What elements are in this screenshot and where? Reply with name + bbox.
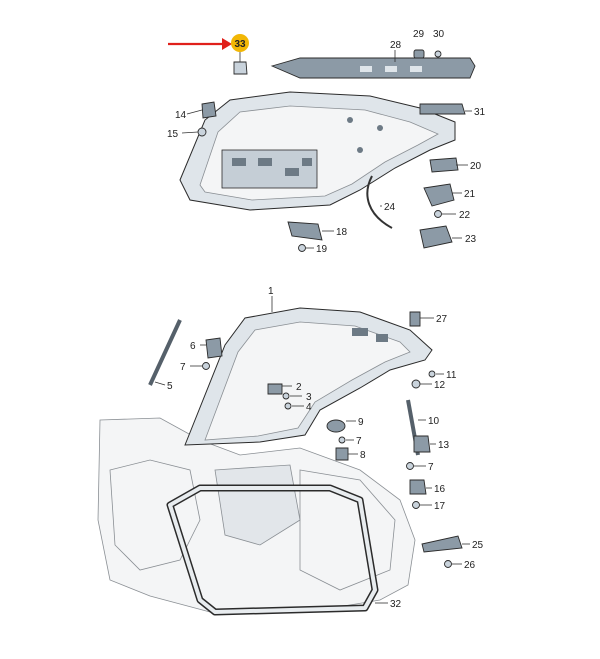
part-27-buffer xyxy=(409,311,421,327)
label-23[interactable]: 23 xyxy=(465,234,477,245)
label-26[interactable]: 26 xyxy=(464,560,476,571)
trim-strip-part xyxy=(270,57,476,79)
label-15[interactable]: 15 xyxy=(167,129,179,140)
label-7c[interactable]: 7 xyxy=(428,462,434,473)
part-7a-nut xyxy=(202,362,210,370)
label-28[interactable]: 28 xyxy=(390,40,402,51)
label-9[interactable]: 9 xyxy=(358,417,364,428)
part-11-screw xyxy=(428,370,436,378)
label-5[interactable]: 5 xyxy=(167,381,173,392)
part-2-hinge xyxy=(267,383,283,395)
label-7b[interactable]: 7 xyxy=(356,436,362,447)
label-31[interactable]: 31 xyxy=(474,107,486,118)
part-5-strut xyxy=(148,319,182,386)
label-24[interactable]: 24 xyxy=(384,202,396,213)
label-20[interactable]: 20 xyxy=(470,161,482,172)
part-labels: 28 29 30 14 15 31 20 21 22 23 24 18 19 1… xyxy=(167,29,486,610)
label-6[interactable]: 6 xyxy=(190,341,196,352)
part-23-motor xyxy=(419,225,453,249)
leader-lines xyxy=(154,50,472,604)
part-33-badge-number: 33 xyxy=(234,39,246,50)
part-13-striker xyxy=(413,435,431,453)
label-18[interactable]: 18 xyxy=(336,227,348,238)
label-3[interactable]: 3 xyxy=(306,392,312,403)
part-24-cable xyxy=(366,175,393,229)
label-17[interactable]: 17 xyxy=(434,501,446,512)
part-3-bolt xyxy=(282,392,290,400)
part-30-screw xyxy=(434,50,442,58)
part-7b-nut xyxy=(338,436,346,444)
part-8-clip xyxy=(335,447,349,461)
label-7a[interactable]: 7 xyxy=(180,362,186,373)
part-32-seal xyxy=(166,484,379,616)
part-14-bracket xyxy=(201,101,217,119)
label-10[interactable]: 10 xyxy=(428,416,440,427)
label-27[interactable]: 27 xyxy=(436,314,448,325)
part-16-bracket xyxy=(409,479,427,495)
label-12[interactable]: 12 xyxy=(434,380,446,391)
label-19[interactable]: 19 xyxy=(316,244,328,255)
part-22-screw xyxy=(434,210,442,218)
part-15-bolt xyxy=(197,127,207,137)
part-7c-nut xyxy=(406,462,414,470)
car-body-rear xyxy=(97,417,416,613)
part-31-handle xyxy=(419,103,466,115)
highlight-arrow xyxy=(168,38,232,50)
label-8[interactable]: 8 xyxy=(360,450,366,461)
part-33-badge[interactable] xyxy=(231,34,249,52)
part-29-clip xyxy=(413,49,425,59)
part-18-actuator xyxy=(287,221,323,241)
part-25-lock-bracket xyxy=(421,535,463,553)
part-26-screw xyxy=(444,560,452,568)
label-13[interactable]: 13 xyxy=(438,440,450,451)
label-21[interactable]: 21 xyxy=(464,189,476,200)
label-16[interactable]: 16 xyxy=(434,484,446,495)
label-32[interactable]: 32 xyxy=(390,599,402,610)
part-33-cap xyxy=(233,61,248,75)
part-9-bumper xyxy=(326,419,346,433)
part-17-screw xyxy=(412,501,420,509)
label-1[interactable]: 1 xyxy=(268,286,274,297)
label-25[interactable]: 25 xyxy=(472,540,484,551)
part-4-nut xyxy=(284,402,292,410)
label-30[interactable]: 30 xyxy=(433,29,445,40)
label-14[interactable]: 14 xyxy=(175,110,187,121)
label-11[interactable]: 11 xyxy=(446,370,457,381)
label-29[interactable]: 29 xyxy=(413,29,425,40)
part-1-tailgate xyxy=(184,307,433,446)
label-22[interactable]: 22 xyxy=(459,210,471,221)
part-12-clip xyxy=(411,379,421,389)
label-4[interactable]: 4 xyxy=(306,402,312,413)
part-20-bracket xyxy=(429,157,459,173)
label-2[interactable]: 2 xyxy=(296,382,302,393)
part-21-lock xyxy=(423,183,455,207)
tailgate-inner-panel xyxy=(179,91,456,211)
part-6-hinge xyxy=(205,337,223,359)
part-19-screw xyxy=(298,244,306,252)
